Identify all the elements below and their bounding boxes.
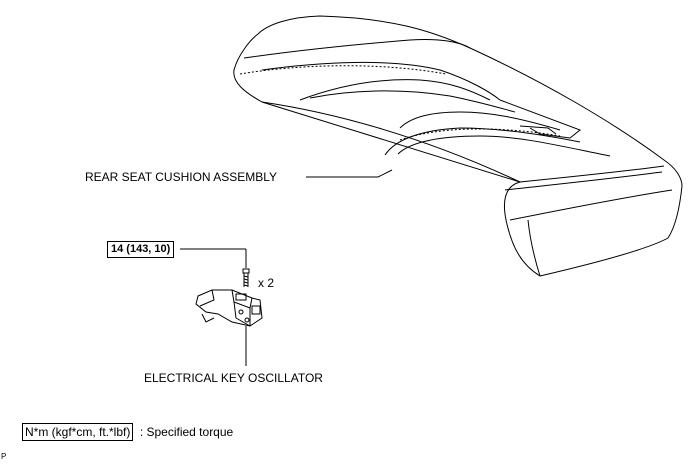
legend-units-box: N*m (kgf*cm, ft.*lbf)	[22, 423, 134, 441]
seat-label: REAR SEAT CUSHION ASSEMBLY	[85, 170, 278, 184]
torque-value-box: 14 (143, 10)	[107, 241, 175, 258]
torque-legend: N*m (kgf*cm, ft.*lbf) : Specified torque	[22, 423, 233, 441]
seat-leader-tip	[377, 169, 393, 178]
bolt-icon	[242, 268, 250, 287]
seat-cushion-drawing	[233, 15, 683, 277]
oscillator-label: ELECTRICAL KEY OSCILLATOR	[144, 371, 323, 385]
corner-code: P	[1, 452, 7, 461]
legend-text: : Specified torque	[139, 425, 234, 439]
oscillator-drawing	[195, 289, 263, 327]
bolt-quantity: x 2	[258, 276, 275, 290]
